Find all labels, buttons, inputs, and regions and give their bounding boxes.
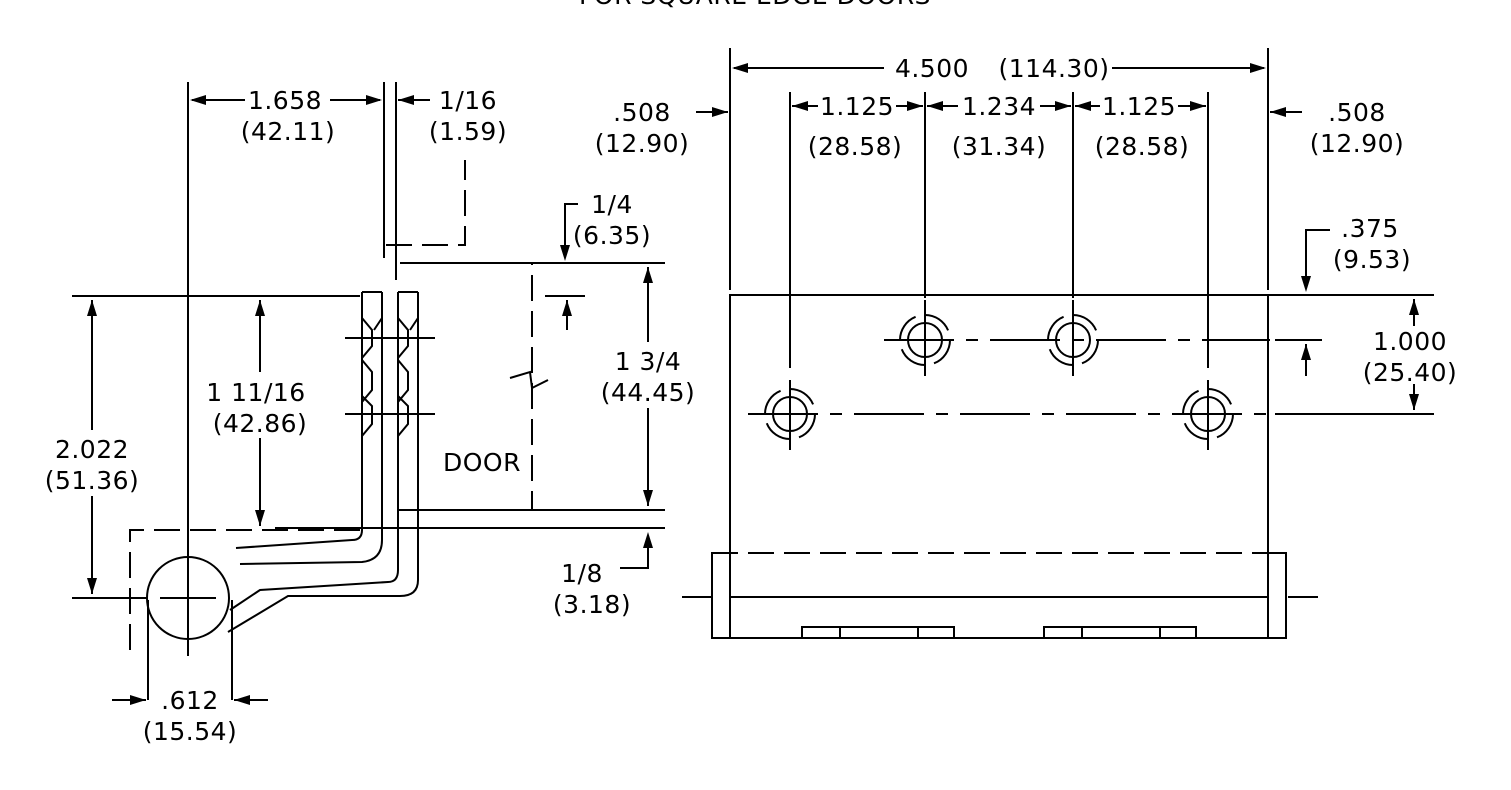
dim-gap-mm: (1.59)	[429, 117, 507, 146]
dim-overall-width-in: 4.500	[895, 54, 969, 83]
dim-edge-right-mm: (12.90)	[1310, 129, 1405, 158]
dim-hole-spacing-3-mm: (28.58)	[1095, 132, 1190, 161]
dim-width-in: 1.658	[248, 86, 322, 115]
side-fastener-middle	[361, 359, 409, 403]
dim-hole-spacing-1-in: 1.125	[820, 92, 894, 121]
dim-gap-in: 1/16	[439, 86, 497, 115]
dim-width-mm: (42.11)	[241, 117, 336, 146]
header-title: FOR SQUARE EDGE DOORS	[579, 0, 931, 10]
dim-hole-spacing-2-in: 1.234	[962, 92, 1036, 121]
dim-top-offset-mm: (6.35)	[573, 221, 651, 250]
knuckle-circle	[146, 556, 230, 640]
dim-row-spacing-in: 1.000	[1373, 327, 1447, 356]
front-view: 4.500 (114.30) .508 (12.90) .508 (12.90)…	[595, 48, 1458, 639]
mount-hole-2	[899, 300, 951, 376]
mount-hole-1	[764, 380, 816, 450]
dim-row-spacing-mm: (25.40)	[1363, 358, 1458, 387]
dim-door-thickness-mm: (44.45)	[601, 378, 696, 407]
dim-edge-left-in: .508	[613, 98, 671, 127]
side-fastener-upper	[345, 317, 435, 359]
dim-top-offset-mm: (9.53)	[1333, 245, 1411, 274]
dim-hole-spacing-2-mm: (31.34)	[952, 132, 1047, 161]
dim-overall-width-mm: (114.30)	[999, 54, 1110, 83]
hinge-leaf	[729, 294, 1269, 639]
dim-edge-right-in: .508	[1328, 98, 1386, 127]
mount-hole-3	[1047, 300, 1099, 376]
dim-bottom-offset-mm: (3.18)	[553, 590, 631, 619]
dim-knuckle-in: .612	[161, 686, 219, 715]
dim-bottom-offset-in: 1/8	[561, 559, 603, 588]
dim-hole-spacing-3-in: 1.125	[1102, 92, 1176, 121]
side-fastener-lower	[345, 395, 435, 437]
mount-hole-4	[1182, 380, 1234, 450]
door-label: DOOR	[443, 448, 521, 477]
dim-top-offset-in: .375	[1341, 214, 1399, 243]
dim-hole-spacing-1-mm: (28.58)	[808, 132, 903, 161]
dim-overall-height-mm: (51.36)	[45, 466, 140, 495]
side-view: 1.658 (42.11) 1/16 (1.59) 1/4 (6.35) 1 3…	[45, 82, 696, 746]
dim-door-thickness-in: 1 3/4	[615, 347, 682, 376]
header-title-text: FOR SQUARE EDGE DOORS	[579, 0, 931, 10]
dim-inner-height-mm: (42.86)	[213, 409, 308, 438]
dim-overall-height-in: 2.022	[55, 435, 129, 464]
dim-knuckle-mm: (15.54)	[143, 717, 238, 746]
dim-inner-height-in: 1 11/16	[206, 378, 305, 407]
dim-top-offset-in: 1/4	[591, 190, 633, 219]
dim-edge-left-mm: (12.90)	[595, 129, 690, 158]
